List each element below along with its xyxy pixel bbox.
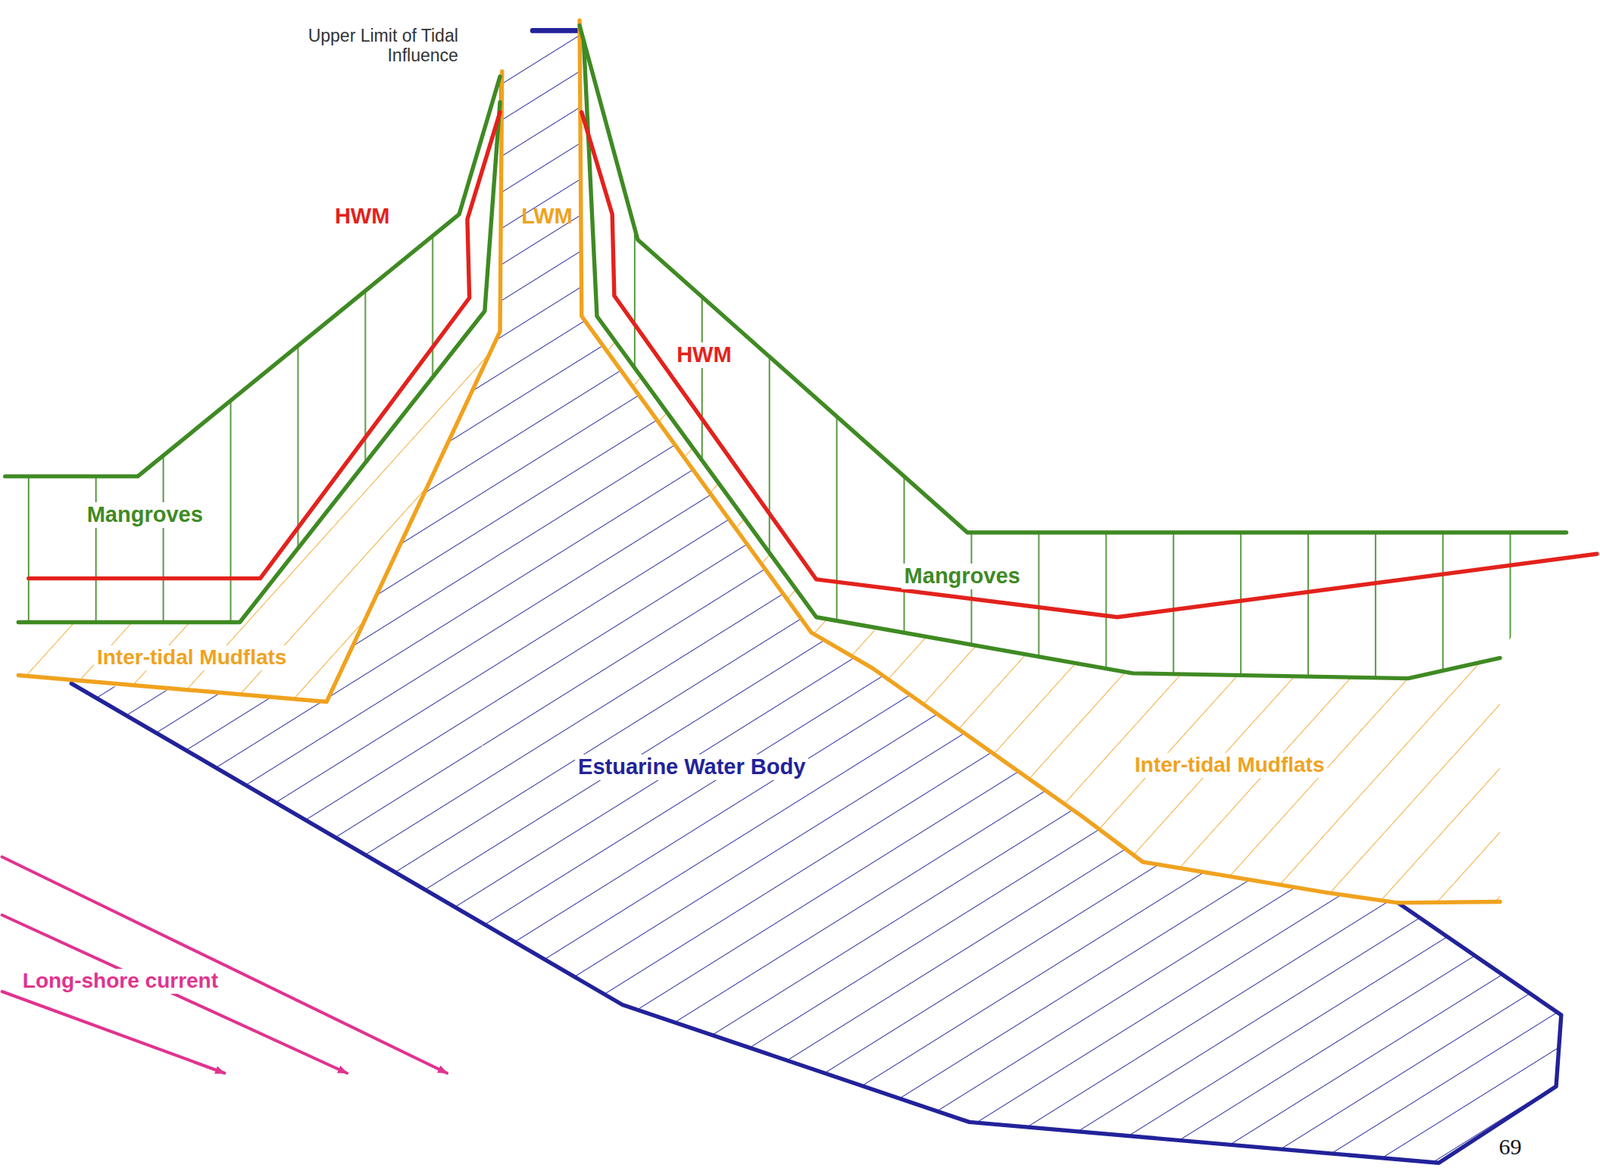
hwm-line bbox=[581, 112, 1597, 618]
mangrove-edge bbox=[18, 102, 500, 623]
hwm-label: HWM bbox=[673, 342, 735, 369]
mangrove-hatch bbox=[5, 76, 500, 622]
water-boundary bbox=[71, 683, 1562, 1163]
mangroves-label: Mangroves bbox=[84, 502, 207, 529]
current-arrow bbox=[2, 991, 225, 1074]
mangrove-hatch bbox=[579, 25, 1566, 679]
hwm-line bbox=[28, 112, 500, 579]
hwm-label: HWM bbox=[331, 203, 393, 230]
lwm-label: LWM bbox=[518, 203, 576, 230]
mudflats-label: Inter-tidal Mudflats bbox=[1131, 753, 1328, 779]
mangroves-label: Mangroves bbox=[901, 563, 1024, 590]
current-arrow bbox=[2, 856, 447, 1074]
mangrove-edge bbox=[579, 25, 1566, 533]
tidal-limit-label: Upper Limit of Tidal Influence bbox=[265, 25, 462, 66]
tidal-limit bbox=[532, 28, 580, 34]
current-label: Long-shore current bbox=[19, 968, 222, 994]
mangrove-edge bbox=[5, 76, 500, 477]
current-arrow bbox=[2, 915, 347, 1074]
page-number: 69 bbox=[1495, 1133, 1525, 1160]
mudflats-label: Inter-tidal Mudflats bbox=[93, 645, 290, 671]
water-body-label: Estuarine Water Body bbox=[575, 754, 809, 781]
mangrove-edge bbox=[583, 40, 1500, 679]
lwm-line bbox=[18, 71, 502, 702]
